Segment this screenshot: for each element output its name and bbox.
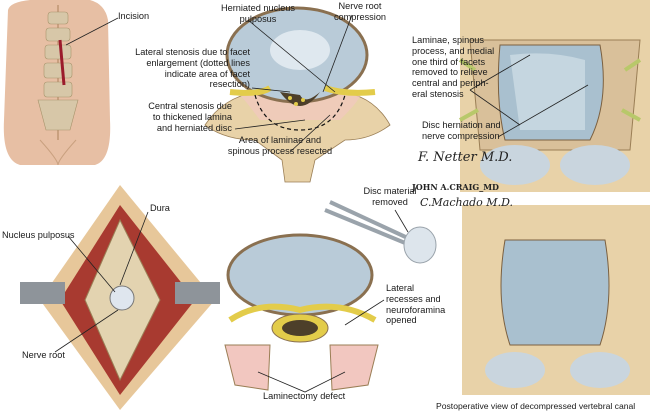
label-incision: Incision xyxy=(118,11,150,21)
label-area-resected: Area of laminae and spinous process rese… xyxy=(227,135,333,156)
label-nerve-root: Nerve root xyxy=(22,350,65,360)
back-figure-incision xyxy=(3,0,119,166)
label-lateral-recesses: Lateral recesses and neuroforamina opene… xyxy=(386,283,446,326)
label-nucleus-pulposus: Nucleus pulposus xyxy=(2,230,75,240)
label-lateral-stenosis: Lateral stenosis due to facet enlargemen… xyxy=(135,47,250,90)
postoperative-spine-view xyxy=(462,205,650,395)
label-central-stenosis: Central stenosis due to thickened lamina… xyxy=(148,101,232,133)
forceps-disc-material xyxy=(324,200,437,264)
spine-posterior-view-top xyxy=(458,0,650,192)
label-herniated-nucleus: Herniated nucleus pulposus xyxy=(220,3,296,24)
label-nerve-root-compression: Nerve root compression xyxy=(333,1,387,22)
signature-netter: F. Netter M.D. xyxy=(418,150,513,165)
label-disc-herniation: Disc herniation and nerve compression xyxy=(422,120,501,141)
label-dura: Dura xyxy=(150,203,170,213)
label-laminectomy-defect: Laminectomy defect xyxy=(263,391,346,401)
vertebra-axial-top xyxy=(204,6,391,183)
signature-machado: C.Machado M.D. xyxy=(420,196,513,209)
vertebra-axial-bottom xyxy=(224,233,385,393)
figure-caption: Postoperative view of decompressed verte… xyxy=(436,401,636,411)
signature-craig: JOHN A.CRAIG_MD xyxy=(412,182,499,192)
surgical-field-exposure xyxy=(20,185,220,410)
label-disc-material-removed: Disc material removed xyxy=(363,186,417,207)
label-laminae-removed: Laminae, spinous process, and medial one… xyxy=(412,35,495,99)
